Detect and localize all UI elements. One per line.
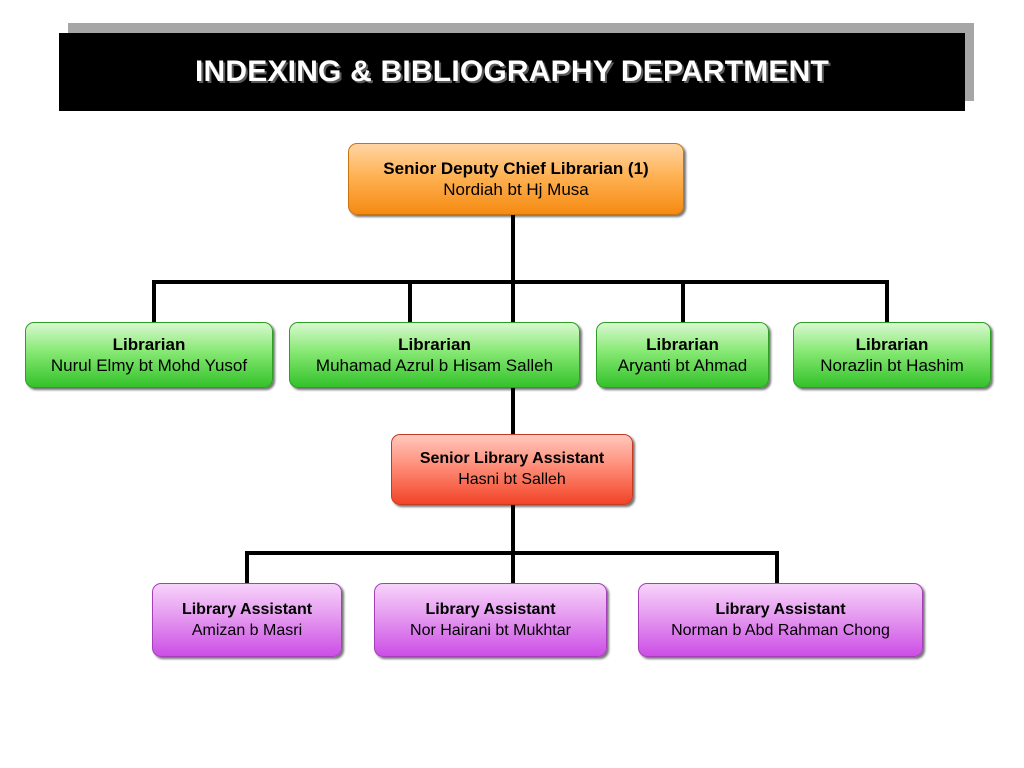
node-librarian-2: Librarian Muhamad Azrul b Hisam Salleh (289, 322, 580, 388)
node-librarian-3: Librarian Aryanti bt Ahmad (596, 322, 769, 388)
page-title: INDEXING & BIBLIOGRAPHY DEPARTMENT (194, 55, 830, 88)
node-name: Hasni bt Salleh (458, 471, 566, 488)
node-name: Norman b Abd Rahman Chong (671, 621, 890, 639)
node-name: Nor Hairani bt Mukhtar (410, 621, 571, 639)
node-name: Aryanti bt Ahmad (617, 355, 748, 375)
node-senior-deputy-chief-librarian: Senior Deputy Chief Librarian (1) Nordia… (348, 143, 684, 215)
node-role: Librarian (398, 334, 471, 354)
node-library-assistant-3: Library Assistant Norman b Abd Rahman Ch… (638, 583, 923, 657)
node-senior-library-assistant: Senior Library Assistant Hasni bt Salleh (391, 434, 633, 505)
node-name: Nordiah bt Hj Musa (443, 179, 589, 199)
node-role: Librarian (112, 334, 186, 354)
node-name: Amizan b Masri (191, 621, 303, 639)
node-name: Norazlin bt Hashim (820, 355, 964, 375)
node-role: Senior Library Assistant (419, 450, 605, 467)
node-library-assistant-2: Library Assistant Nor Hairani bt Mukhtar (374, 583, 607, 657)
node-name: Nurul Elmy bt Mohd Yusof (50, 355, 248, 375)
node-role: Librarian (855, 334, 929, 354)
node-librarian-1: Librarian Nurul Elmy bt Mohd Yusof (25, 322, 273, 388)
node-role: Senior Deputy Chief Librarian (1) (383, 158, 649, 178)
title-bar: INDEXING & BIBLIOGRAPHY DEPARTMENT (59, 33, 965, 111)
node-role: Library Assistant (715, 600, 846, 618)
node-library-assistant-1: Library Assistant Amizan b Masri (152, 583, 342, 657)
node-role: Library Assistant (181, 600, 313, 618)
node-name: Muhamad Azrul b Hisam Salleh (315, 355, 554, 375)
node-role: Library Assistant (425, 600, 556, 618)
node-librarian-4: Librarian Norazlin bt Hashim (793, 322, 991, 388)
node-role: Librarian (646, 334, 719, 354)
